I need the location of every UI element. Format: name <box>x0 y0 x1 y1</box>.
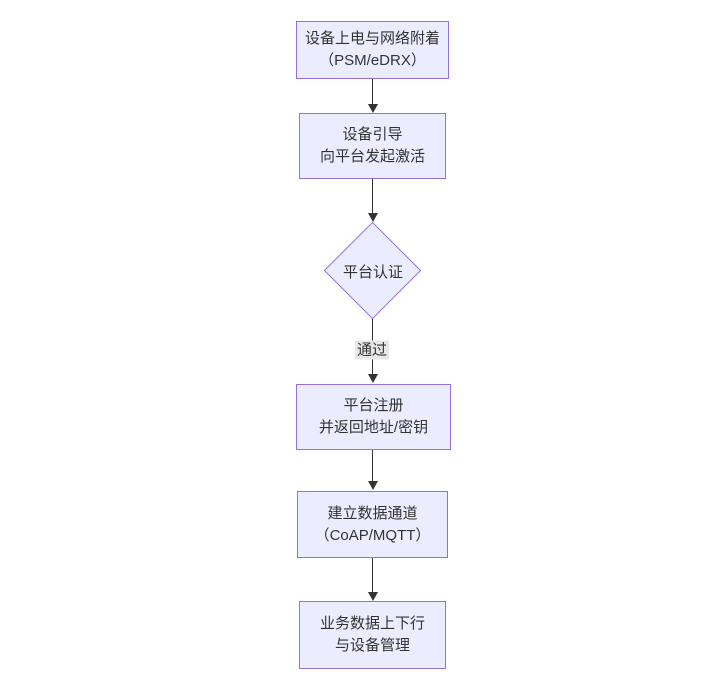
node-data-channel: 建立数据通道 （CoAP/MQTT） <box>297 491 448 558</box>
edge-line <box>372 79 373 105</box>
node-power-network-attach: 设备上电与网络附着 （PSM/eDRX） <box>296 21 449 79</box>
node-text-line: 并返回地址/密钥 <box>318 419 429 436</box>
node-text-line: 平台认证 <box>342 263 403 281</box>
node-text-line: （PSM/eDRX） <box>319 52 426 69</box>
arrowhead-icon <box>368 481 378 490</box>
arrowhead-icon <box>368 592 378 601</box>
edge-label-pass: 通过 <box>354 340 390 360</box>
arrowhead-icon <box>368 374 378 383</box>
node-business-data-management: 业务数据上下行 与设备管理 <box>299 601 446 669</box>
edge-line <box>372 558 373 593</box>
node-text-line: 建立数据通道 <box>327 504 418 522</box>
node-text-line: 与设备管理 <box>334 637 410 654</box>
node-platform-register: 平台注册 并返回地址/密钥 <box>296 384 451 450</box>
node-text-line: 设备引导 <box>342 126 403 143</box>
node-text-line: 向平台发起激活 <box>319 148 425 165</box>
node-text-line: （CoAP/MQTT） <box>314 526 431 544</box>
arrowhead-icon <box>368 104 378 113</box>
decision-platform-auth: 平台认证 <box>323 221 422 320</box>
node-text-line: 业务数据上下行 <box>319 615 425 632</box>
node-text-line: 设备上电与网络附着 <box>304 30 440 47</box>
node-text-line: 平台注册 <box>343 397 404 414</box>
edge-line <box>372 179 373 214</box>
edge-line <box>372 450 373 482</box>
arrowhead-icon <box>368 213 378 222</box>
node-device-bootstrap: 设备引导 向平台发起激活 <box>299 113 446 179</box>
